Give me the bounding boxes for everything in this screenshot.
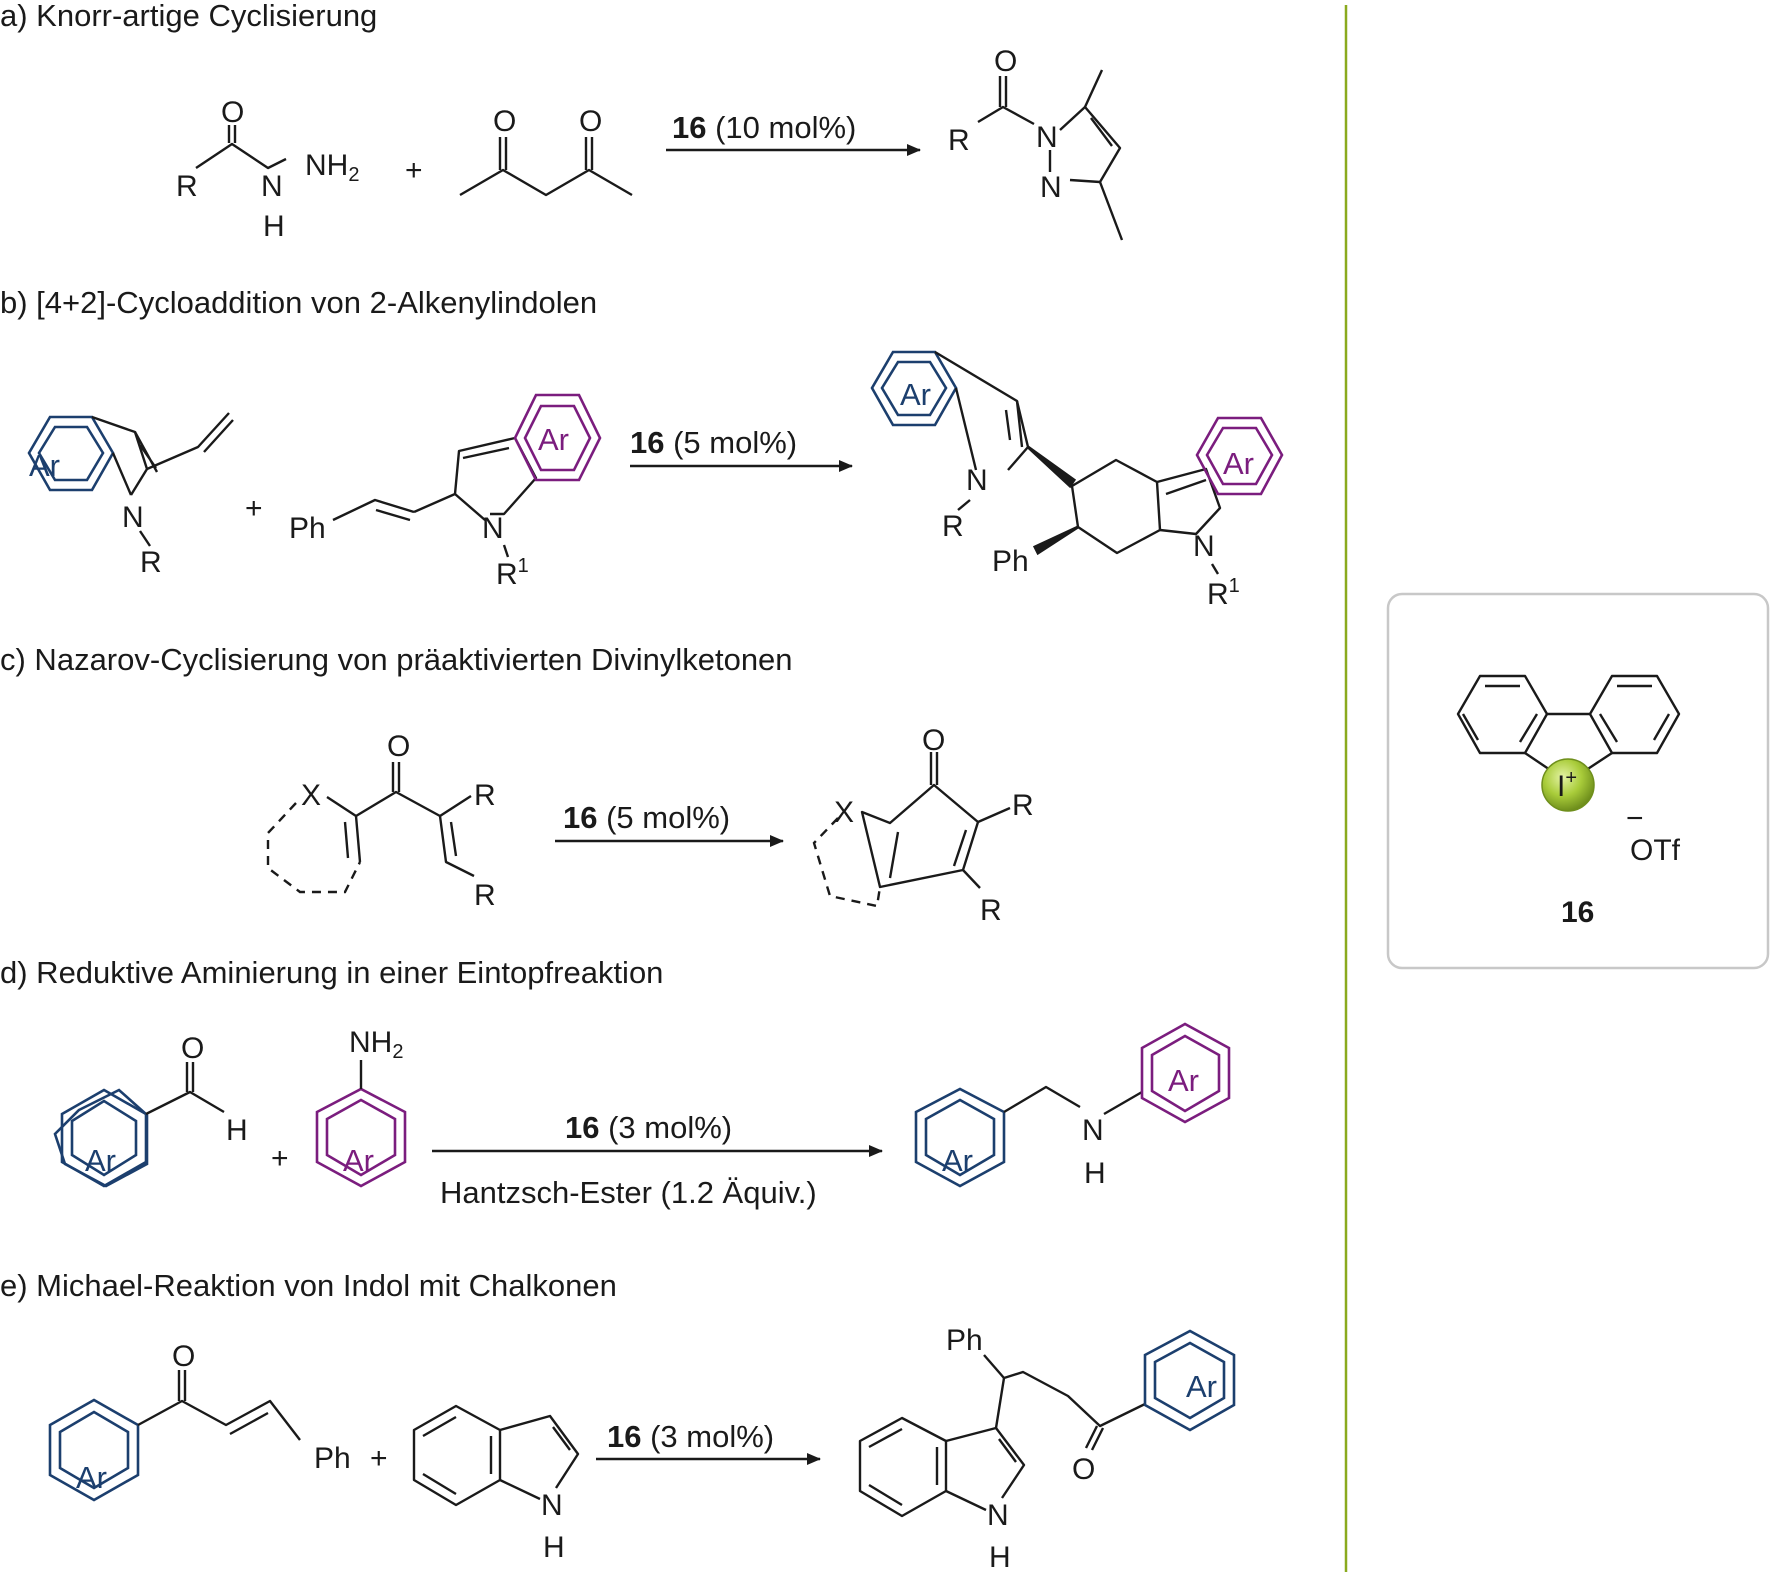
svg-text:Ar: Ar xyxy=(1223,446,1254,481)
reactant-acetylacetone: O O xyxy=(459,105,633,197)
svg-text:N: N xyxy=(261,170,283,203)
svg-text:Ar: Ar xyxy=(538,422,569,457)
product-cyclopentenone: X O R R xyxy=(812,724,1034,927)
section-d-title: d) Reduktive Aminierung in einer Eintopf… xyxy=(0,955,663,990)
svg-text:O: O xyxy=(922,724,945,757)
section-c-title: c) Nazarov-Cyclisierung von präaktiviert… xyxy=(0,642,793,677)
arrow-c: 16 (5 mol%) xyxy=(555,800,784,847)
svg-text:R: R xyxy=(980,894,1002,927)
plus-sign: + xyxy=(370,1442,388,1475)
svg-text:NH2: NH2 xyxy=(349,1026,403,1063)
svg-text:−: − xyxy=(1626,802,1644,835)
svg-text:16 (3 mol%): 16 (3 mol%) xyxy=(607,1419,774,1454)
svg-text:H: H xyxy=(1084,1157,1106,1190)
reactant-arylaldehyde: Ar O H xyxy=(53,1032,248,1188)
arrow-d: 16 (3 mol%) Hantzsch-Ester (1.2 Äquiv.) xyxy=(432,1110,883,1210)
arrow-b: 16 (5 mol%) xyxy=(630,425,853,472)
svg-text:R: R xyxy=(942,510,964,543)
reactant-hydrazide: O R N H NH2 xyxy=(176,96,359,243)
svg-text:O: O xyxy=(181,1032,204,1065)
svg-text:Ph: Ph xyxy=(314,1442,351,1475)
svg-text:Ar: Ar xyxy=(29,448,60,483)
svg-text:H: H xyxy=(543,1531,565,1564)
svg-text:16 (3 mol%): 16 (3 mol%) xyxy=(565,1110,732,1145)
section-b-title: b) [4+2]-Cycloaddition von 2-Alkenylindo… xyxy=(0,285,597,320)
svg-text:O: O xyxy=(221,96,244,129)
product-michael-adduct: N H Ph O Ar xyxy=(858,1324,1236,1572)
svg-text:R: R xyxy=(140,546,162,579)
svg-text:Ar: Ar xyxy=(1186,1369,1217,1404)
reactant-divinylketone: X O R R xyxy=(266,730,496,912)
plus-sign: + xyxy=(245,492,263,525)
svg-text:Ar: Ar xyxy=(900,377,931,412)
product-pyrazole: O R N N xyxy=(948,45,1124,241)
svg-text:R: R xyxy=(176,170,198,203)
iodine-ball xyxy=(1541,758,1595,812)
svg-text:Ph: Ph xyxy=(289,512,326,545)
reactant-2-vinylindole: Ar N R xyxy=(27,412,234,579)
svg-text:H: H xyxy=(989,1541,1011,1572)
svg-text:R: R xyxy=(948,124,970,157)
reactant-arylamine: Ar NH2 xyxy=(315,1026,407,1188)
svg-text:16 (5 mol%): 16 (5 mol%) xyxy=(630,425,797,460)
svg-text:Ph: Ph xyxy=(992,545,1029,578)
svg-text:O: O xyxy=(172,1340,195,1373)
svg-text:N: N xyxy=(541,1489,563,1522)
product-tetrahydrocarbazole: Ar N R Ph Ar N R1 xyxy=(870,350,1284,611)
catalyst-label: 16 xyxy=(1561,896,1594,929)
reactant-indole: N H xyxy=(412,1404,580,1564)
section-a-title: a) Knorr-artige Cyclisierung xyxy=(0,0,377,33)
svg-text:OTf: OTf xyxy=(1630,834,1681,867)
svg-text:O: O xyxy=(493,105,516,138)
reactant-styrylindole: Ph Ar N R1 xyxy=(289,393,602,591)
svg-text:R1: R1 xyxy=(496,555,529,591)
svg-text:O: O xyxy=(1072,1453,1095,1486)
svg-text:Hantzsch-Ester (1.2 Äquiv.): Hantzsch-Ester (1.2 Äquiv.) xyxy=(440,1175,817,1210)
svg-text:O: O xyxy=(994,45,1017,78)
section-e-title: e) Michael-Reaktion von Indol mit Chalko… xyxy=(0,1268,617,1303)
svg-text:N: N xyxy=(1193,530,1215,563)
svg-text:N: N xyxy=(987,1499,1009,1532)
plus-sign: + xyxy=(405,154,423,187)
catalyst-box: I+ − OTf 16 xyxy=(1386,592,1770,970)
svg-text:16 (10 mol%): 16 (10 mol%) xyxy=(672,110,856,145)
svg-text:N: N xyxy=(122,501,144,534)
svg-text:16 (5 mol%): 16 (5 mol%) xyxy=(563,800,730,835)
plus-sign: + xyxy=(271,1142,289,1175)
svg-text:R: R xyxy=(474,879,496,912)
svg-text:O: O xyxy=(579,105,602,138)
svg-text:X: X xyxy=(301,779,321,812)
svg-text:Ar: Ar xyxy=(1168,1063,1199,1098)
svg-text:H: H xyxy=(263,210,285,243)
svg-text:N: N xyxy=(1082,1114,1104,1147)
product-secondary-amine: Ar N H Ar xyxy=(914,1022,1231,1190)
svg-text:X: X xyxy=(834,796,854,829)
arrow-a: 16 (10 mol%) xyxy=(666,110,921,156)
dibenziodolium-structure: I+ − OTf xyxy=(1456,674,1681,867)
svg-text:H: H xyxy=(226,1114,248,1147)
svg-text:NH2: NH2 xyxy=(305,149,359,186)
svg-text:N: N xyxy=(482,512,504,545)
arrow-e: 16 (3 mol%) xyxy=(596,1419,821,1465)
svg-text:N: N xyxy=(1040,171,1062,204)
svg-text:Ar: Ar xyxy=(85,1143,116,1178)
svg-text:N: N xyxy=(1036,121,1058,154)
svg-text:R: R xyxy=(474,779,496,812)
svg-text:I+: I+ xyxy=(1557,767,1577,803)
svg-text:R: R xyxy=(1012,789,1034,822)
svg-text:Ar: Ar xyxy=(343,1143,374,1178)
svg-text:O: O xyxy=(387,730,410,763)
svg-text:N: N xyxy=(966,464,988,497)
svg-text:R1: R1 xyxy=(1207,575,1240,611)
svg-text:Ph: Ph xyxy=(946,1324,983,1357)
svg-text:Ar: Ar xyxy=(76,1460,107,1495)
reactant-chalcone: Ar O Ph xyxy=(48,1340,351,1502)
svg-text:Ar: Ar xyxy=(942,1143,973,1178)
